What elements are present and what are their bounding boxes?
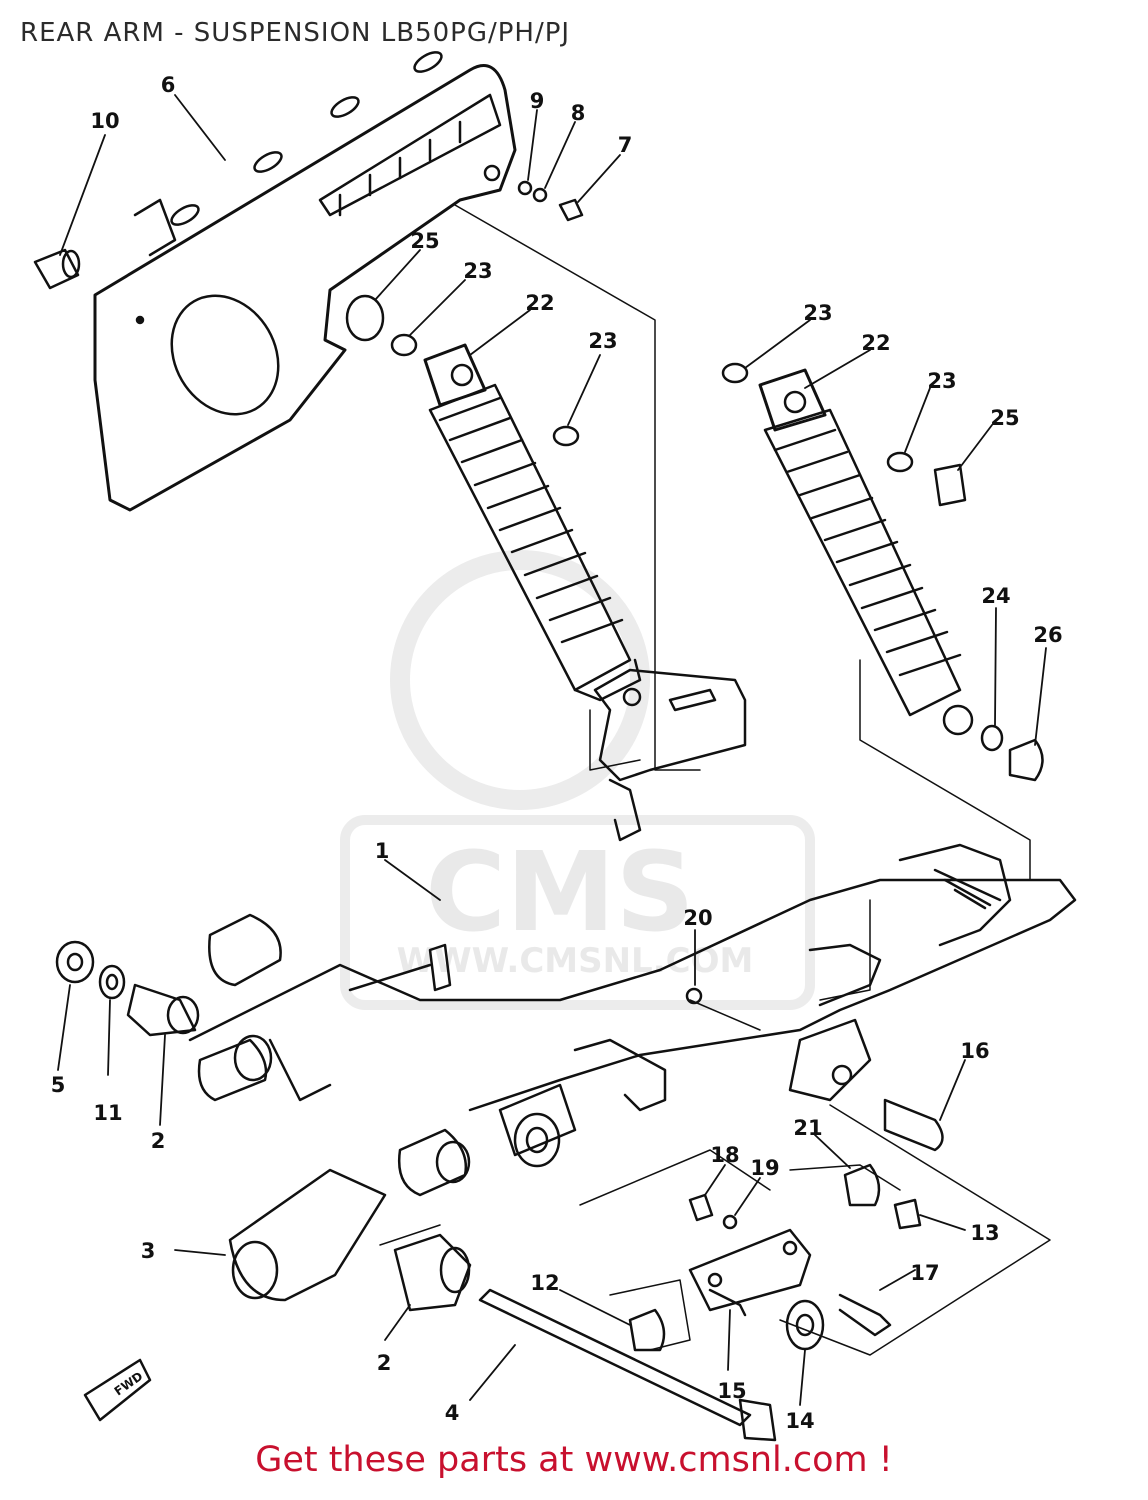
callout-23-right-upper: 23 [803,301,832,325]
axle-bolt-part-4 [480,1290,775,1440]
callout-20: 20 [683,906,712,930]
assembly-guide-lines [380,205,1050,1355]
rear-arm-main-beam [190,845,1075,1195]
callout-15: 15 [717,1379,746,1403]
callout-23-right-lower: 23 [927,369,956,393]
bolt-washer-nut-7-8-9 [519,182,582,220]
callout-22-right: 22 [861,331,890,355]
left-shock-absorber [347,296,640,700]
side-cover-panel [95,48,515,510]
callout-23-left-lower: 23 [588,329,617,353]
callout-labels: 10 6 9 8 7 25 23 22 23 23 22 23 25 24 26… [51,73,1063,1433]
callout-11: 11 [93,1101,122,1125]
callout-9: 9 [530,89,545,113]
callout-22-left: 22 [525,291,554,315]
callout-3: 3 [141,1239,156,1263]
callout-8: 8 [571,101,586,125]
callout-25-right: 25 [990,406,1019,430]
callout-12: 12 [530,1271,559,1295]
callout-23-left-upper: 23 [463,259,492,283]
callout-2-upper: 2 [151,1129,166,1153]
callout-1: 1 [375,839,390,863]
callout-leader-lines [58,95,1046,1405]
cmsnl-watermark: CMS WWW.CMSNL.COM [345,560,810,1005]
callout-2-lower: 2 [377,1351,392,1375]
callout-13: 13 [970,1221,999,1245]
right-shock-absorber [723,364,1043,780]
callout-16: 16 [960,1039,989,1063]
callout-24: 24 [981,584,1010,608]
bushing-part-2-lower [395,1235,470,1310]
arm-link-part-3 [230,1170,385,1300]
callout-17: 17 [910,1261,939,1285]
footer-link-text[interactable]: Get these parts at www.cmsnl.com ! [255,1440,893,1480]
callout-26: 26 [1033,623,1062,647]
watermark-url: WWW.CMSNL.COM [397,941,754,981]
callout-5: 5 [51,1073,66,1097]
callout-14: 14 [785,1409,814,1433]
diagram-title: REAR ARM - SUSPENSION LB50PG/PH/PJ [20,18,571,48]
callout-19: 19 [750,1156,779,1180]
fwd-arrow-marker [85,1360,150,1420]
shock-mount-bracket [595,670,745,840]
callout-4: 4 [445,1401,460,1425]
callout-10: 10 [90,109,119,133]
callout-21: 21 [793,1116,822,1140]
callout-25-left: 25 [410,229,439,253]
watermark-logo: CMS [425,828,694,956]
small-hardware-12-to-19 [630,989,943,1350]
bushing-set-left [57,942,198,1035]
callout-7: 7 [618,133,633,157]
callout-18: 18 [710,1143,739,1167]
callout-6: 6 [161,73,176,97]
bushing-part-10 [35,250,79,288]
